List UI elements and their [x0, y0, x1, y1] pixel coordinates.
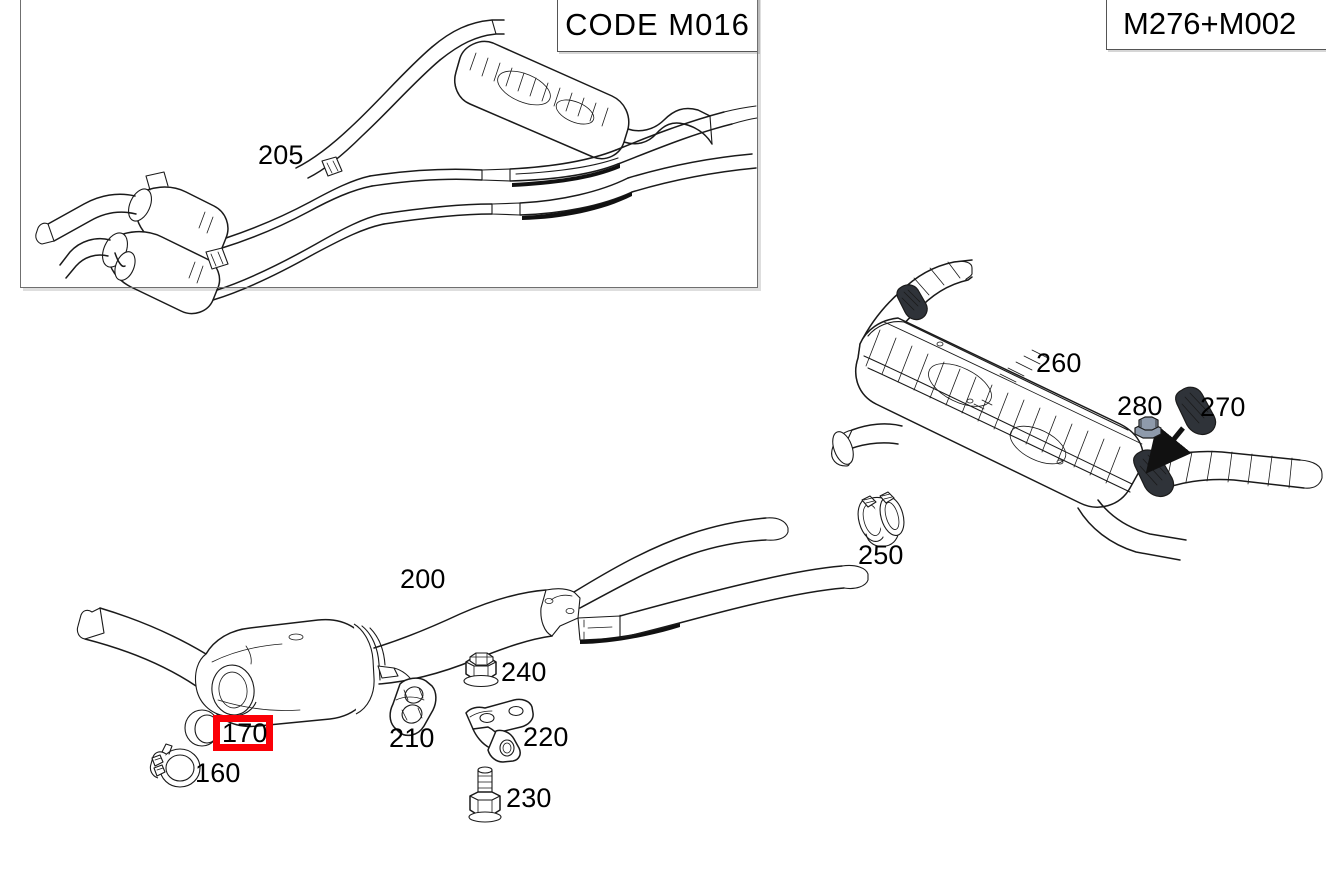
- callout-240[interactable]: 240: [501, 657, 547, 687]
- callout-270[interactable]: 270: [1200, 392, 1246, 422]
- part-240-nut: [463, 652, 499, 688]
- highlight-box-170: [213, 715, 273, 751]
- rear-muffler-260: [831, 259, 1323, 561]
- inset-assembly-205: [35, 19, 758, 315]
- callout-280[interactable]: 280: [1117, 391, 1163, 421]
- callout-160[interactable]: 160: [195, 758, 241, 788]
- nut-280-shape: [1134, 416, 1162, 439]
- part-160-clamp: [149, 743, 201, 788]
- code-label-m276: M276+M002: [1106, 0, 1326, 50]
- part-230-bolt: [468, 766, 502, 823]
- callout-200[interactable]: 200: [400, 564, 446, 594]
- part-170-seal-ring: [184, 709, 220, 747]
- callout-210[interactable]: 210: [389, 723, 435, 753]
- main-center-pipe-200: [76, 517, 869, 728]
- callout-220[interactable]: 220: [523, 722, 569, 752]
- part-210-rubber-mount: [389, 677, 437, 737]
- small-parts-group: [149, 491, 905, 823]
- callout-260[interactable]: 260: [1036, 348, 1082, 378]
- callout-205[interactable]: 205: [258, 140, 304, 170]
- callout-230[interactable]: 230: [506, 783, 552, 813]
- part-250-clamps: [857, 491, 905, 547]
- callout-170[interactable]: 170: [222, 718, 268, 748]
- callout-250[interactable]: 250: [858, 540, 904, 570]
- code-label-m016: CODE M016: [557, 0, 758, 52]
- part-220-bracket: [465, 698, 534, 763]
